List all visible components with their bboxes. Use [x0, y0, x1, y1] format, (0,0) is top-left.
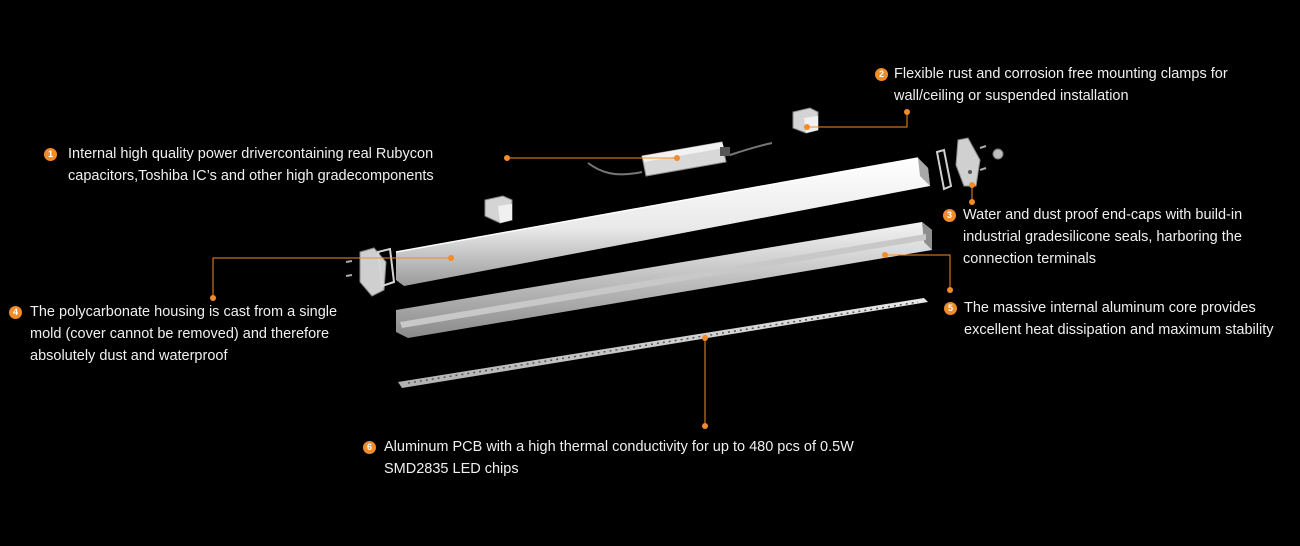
leader-lines — [212, 112, 973, 426]
callout-text-line: Flexible rust and corrosion free mountin… — [894, 66, 1228, 82]
callout-mounting-clamps: 2 Flexible rust and corrosion free mount… — [875, 63, 1228, 107]
end-cap-right — [935, 137, 1004, 191]
led-pcb-strip — [398, 298, 928, 388]
callout-text-line: industrial gradesilicone seals, harborin… — [963, 229, 1242, 245]
callout-led-pcb: 6 Aluminum PCB with a high thermal condu… — [363, 436, 854, 480]
callout-text-line: wall/ceiling or suspended installation — [894, 88, 1129, 104]
callout-text-line: mold (cover cannot be removed) and there… — [30, 326, 330, 342]
mounting-clamp-left — [484, 195, 513, 224]
leader-line-5 — [885, 254, 951, 290]
callout-text-line: absolutely dust and waterproof — [30, 348, 228, 364]
polycarbonate-housing — [395, 157, 930, 286]
callout-housing: 4 The polycarbonate housing is cast from… — [9, 301, 337, 367]
callout-aluminum-core: 5 The massive internal aluminum core pro… — [944, 297, 1273, 341]
aluminum-core — [396, 222, 932, 338]
callout-number-badge: 2 — [875, 68, 888, 81]
end-cap-left — [345, 247, 396, 297]
callout-text-line: connection terminals — [963, 251, 1096, 267]
leader-line-4 — [212, 257, 451, 298]
callout-text-line: Internal high quality power drivercontai… — [68, 146, 434, 162]
callout-number-badge: 6 — [363, 441, 376, 454]
callout-text-line: Aluminum PCB with a high thermal conduct… — [384, 439, 854, 455]
callout-text-line: excellent heat dissipation and maximum s… — [964, 322, 1274, 338]
leader-line-2 — [807, 112, 908, 128]
callout-end-caps: 3 Water and dust proof end-caps with bui… — [943, 204, 1242, 270]
callout-text-line: The polycarbonate housing is cast from a… — [30, 304, 338, 320]
callout-power-driver: 1 Internal high quality power drivercont… — [44, 143, 434, 187]
callout-number-badge: 3 — [943, 209, 956, 222]
callout-number-badge: 1 — [44, 148, 57, 161]
power-driver — [587, 141, 773, 177]
leader-dots — [210, 109, 975, 429]
callout-text-line: The massive internal aluminum core provi… — [964, 300, 1256, 316]
callout-text-line: Water and dust proof end-caps with build… — [963, 207, 1243, 223]
callout-text-line: capacitors,Toshiba IC’s and other high g… — [68, 168, 434, 184]
callout-number-badge: 5 — [944, 302, 957, 315]
callout-number-badge: 4 — [9, 306, 22, 319]
callout-text-line: SMD2835 LED chips — [384, 461, 519, 477]
